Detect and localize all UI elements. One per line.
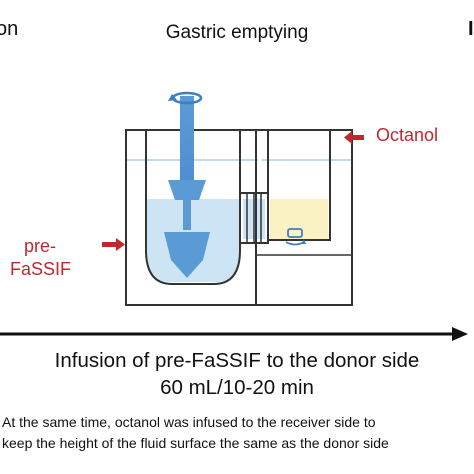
pre-fassif-label-line2: FaSSIF	[10, 259, 72, 279]
paddle-stirrer	[164, 96, 210, 278]
receiver-fluid	[270, 199, 328, 239]
infusion-text-line1: Infusion of pre-FaSSIF to the donor side	[54, 349, 420, 372]
receiver-vessel	[267, 130, 331, 241]
octanol-label: Octanol	[376, 125, 439, 145]
infusion-text-line2: 60 mL/10-20 min	[160, 376, 314, 399]
rotation-arrow-icon	[168, 91, 203, 105]
pre-fassif-label-line1: pre-	[24, 236, 57, 256]
magnetic-stirrer-icon	[285, 228, 306, 246]
note-line1: At the same time, octanol was infused to…	[2, 414, 376, 430]
cropped-panel-label-right: I	[468, 18, 474, 40]
note-line2: keep the height of the fluid surface the…	[2, 435, 389, 451]
donor-vessel	[145, 130, 241, 285]
octanol-inlet-arrow-icon	[344, 131, 364, 144]
time-arrow	[0, 327, 468, 341]
prefassif-inlet-arrow-icon	[102, 238, 125, 251]
diagram-title: Gastric emptying	[165, 22, 309, 43]
cropped-panel-label-left: on	[0, 18, 19, 40]
